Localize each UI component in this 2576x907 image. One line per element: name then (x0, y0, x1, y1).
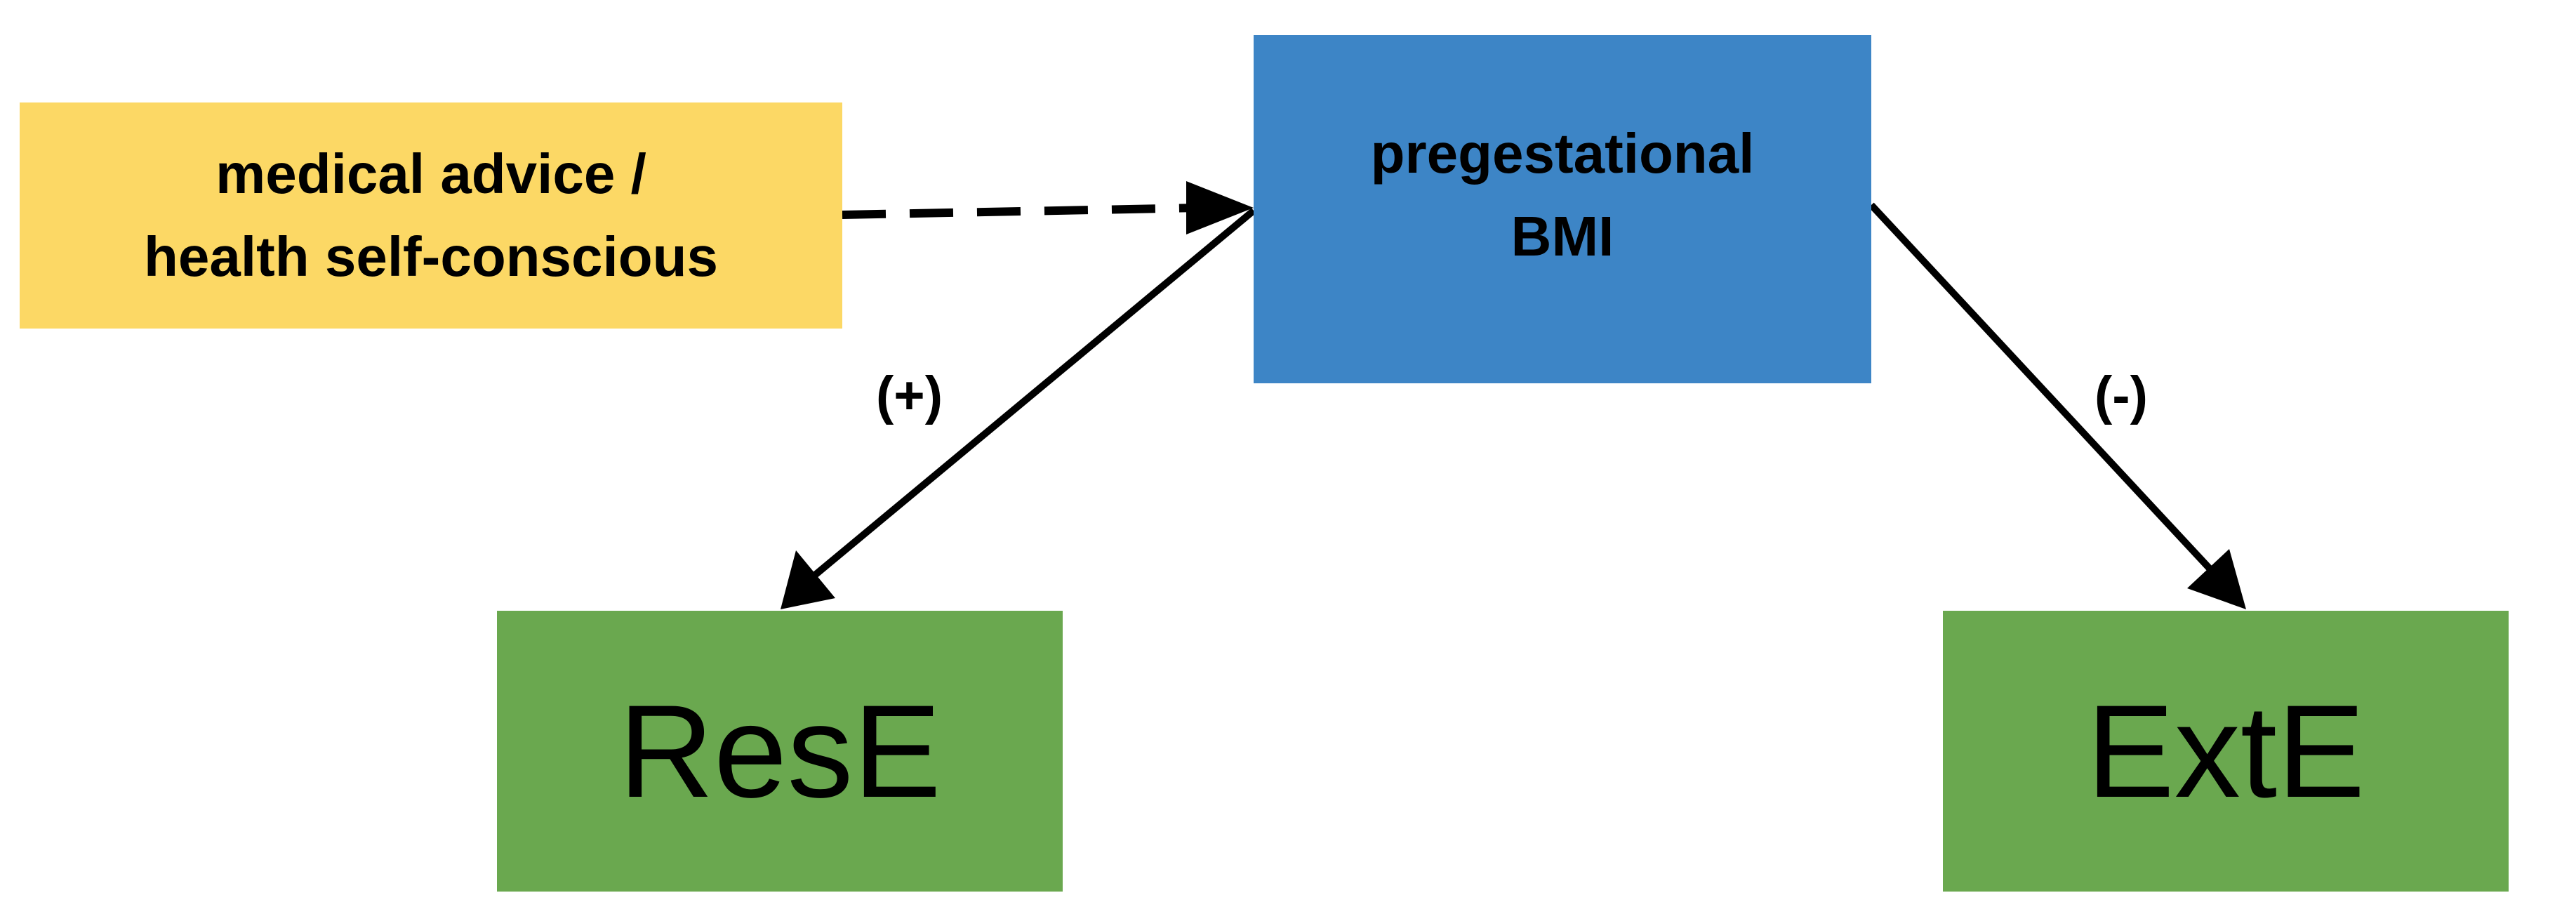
edge-label-positive: (+) (876, 366, 943, 425)
source-node-medical-advice: medical advice / health self-conscious (20, 102, 842, 329)
source-node-label: medical advice / health self-conscious (144, 143, 718, 288)
edge-mediator-to-exte (1868, 202, 2214, 573)
edge-label-negative: (-) (2094, 366, 2148, 425)
edge-mediator-to-rese (811, 208, 1256, 578)
arrowhead-rese (781, 550, 835, 609)
mediator-node-label: pregestational BMI (1370, 122, 1755, 267)
outcome-node-exte: ExtE (1943, 611, 2509, 892)
outcome-node-rese-label: ResE (618, 677, 941, 825)
mediator-node-pregestational-bmi: pregestational BMI (1254, 35, 1871, 383)
arrowhead-mediator (1186, 181, 1254, 234)
arrowhead-exte (2187, 549, 2246, 609)
outcome-node-rese: ResE (497, 611, 1063, 892)
outcome-node-exte-label: ExtE (2086, 677, 2365, 825)
edge-source-to-mediator (842, 204, 1200, 219)
